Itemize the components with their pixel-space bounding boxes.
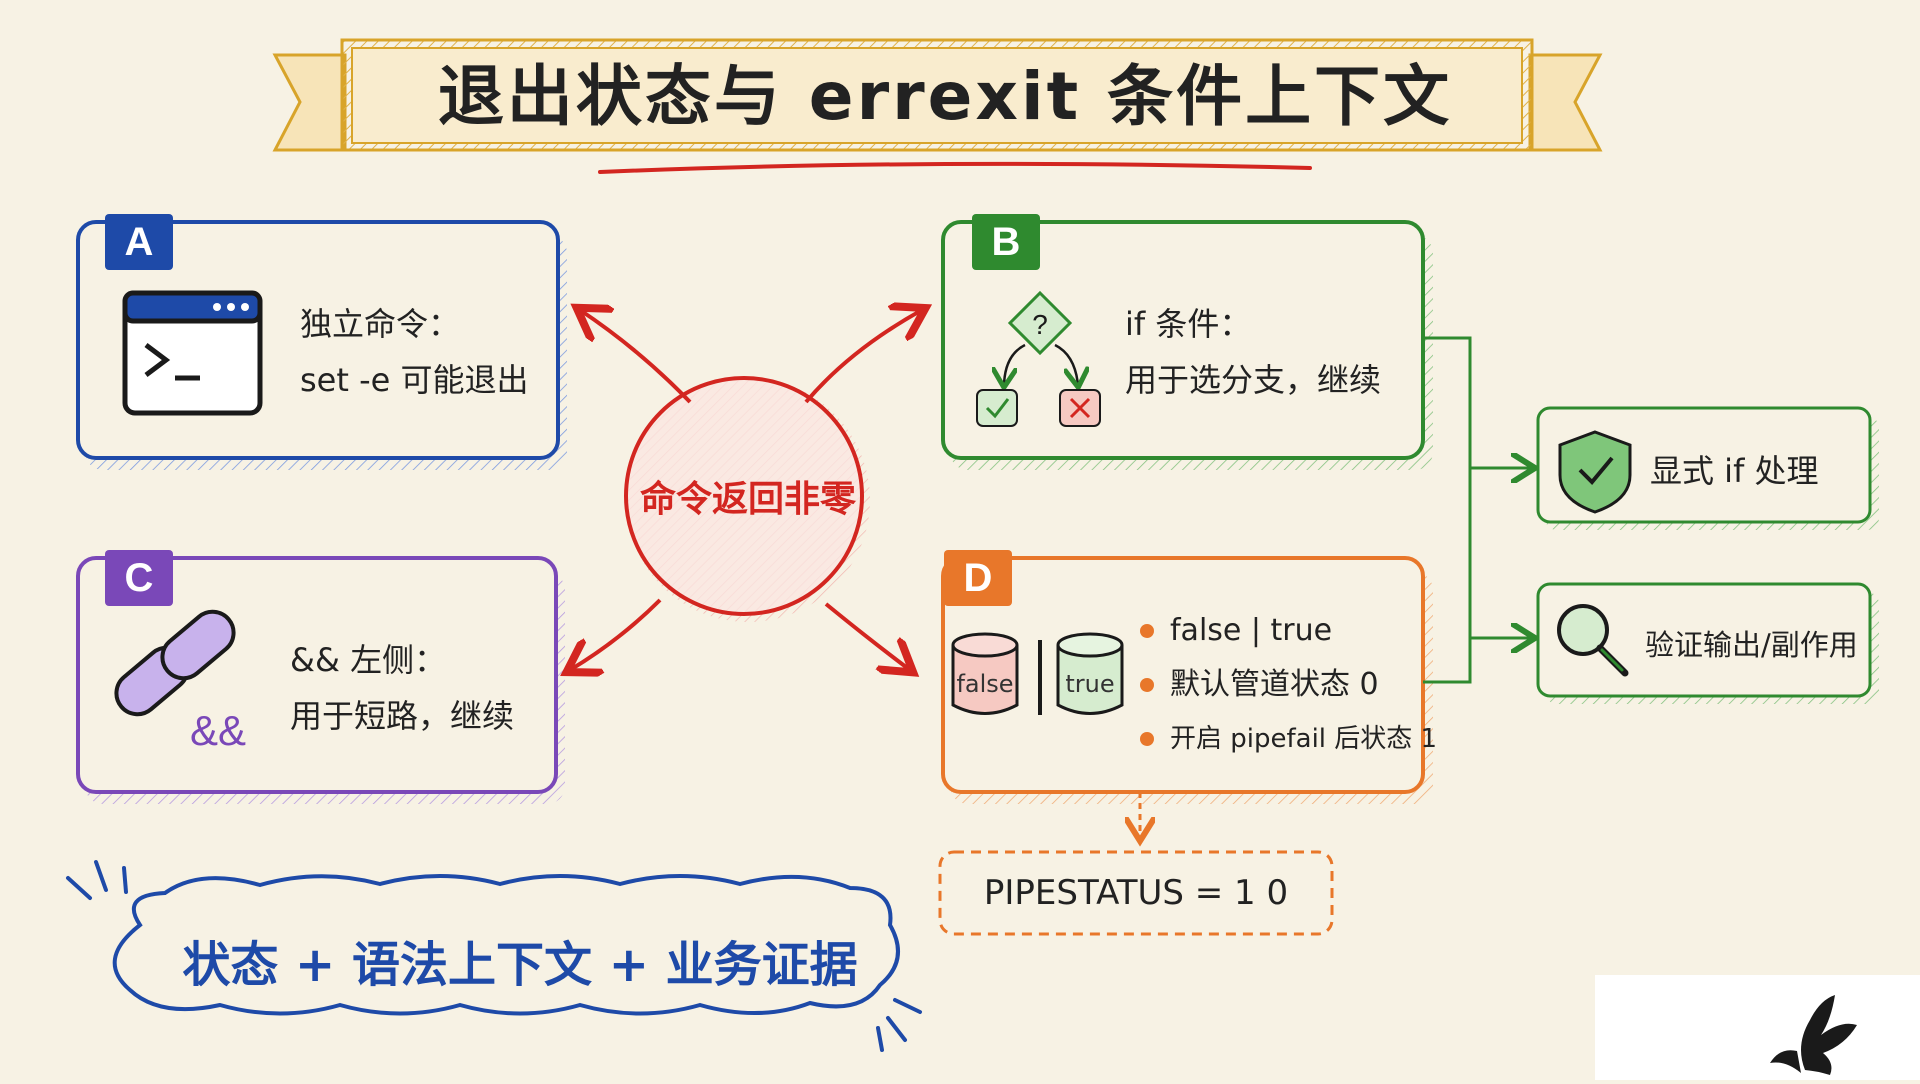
bullet-dot (1140, 678, 1154, 692)
card-c-line1: && 左侧： (290, 641, 447, 679)
bullet-dot (1140, 624, 1154, 638)
page-title: 退出状态与 errexit 条件上下文 (437, 58, 1453, 135)
terminal-icon (122, 290, 263, 416)
card-b-line2: 用于选分支，继续 (1125, 361, 1382, 399)
decision-branch-icon: ? (976, 290, 1101, 427)
result-verify-label: 验证输出/副作用 (1645, 628, 1858, 662)
butterfly-logo-icon (1770, 995, 1857, 1075)
cylinder-true-label: true (1065, 670, 1115, 698)
logo-area (1595, 975, 1920, 1080)
badge-b: B (972, 214, 1040, 270)
bullet-dot (1140, 732, 1154, 746)
cylinder-false-label: false (956, 670, 1014, 698)
magnifier-icon (1557, 604, 1629, 677)
emphasis-marks-right (876, 998, 922, 1052)
card-d (941, 556, 1433, 804)
card-b: ? (941, 220, 1433, 470)
result-verify (1536, 582, 1879, 704)
badge-c: C (105, 550, 173, 606)
card-b-line1: if 条件： (1125, 305, 1252, 343)
emphasis-marks-left (66, 860, 128, 900)
title-banner (272, 38, 1603, 174)
chain-icon-label: && (190, 707, 246, 754)
bullet-text: false | true (1170, 613, 1333, 648)
pipestatus-text: PIPESTATUS = 1 0 (983, 873, 1289, 913)
card-b-text: if 条件： 用于选分支，继续 (1125, 296, 1381, 408)
result-explicit-if (1536, 406, 1879, 530)
bullet-item: 默认管道状态 0 (1140, 658, 1437, 712)
bullet-item: 开启 pipefail 后状态 1 (1140, 712, 1437, 766)
bullet-item: false | true (1140, 604, 1437, 658)
shield-check-icon (1558, 430, 1632, 514)
badge-d: D (944, 550, 1012, 606)
cylinder-true-icon (1056, 632, 1124, 715)
center-label: 命令返回非零 (639, 479, 856, 520)
bullet-text: 开启 pipefail 后状态 1 (1170, 724, 1438, 754)
svg-text:?: ? (1032, 309, 1048, 340)
card-a-line2: set -e 可能退出 (300, 361, 529, 399)
result-connectors (1423, 336, 1532, 684)
bullet-text: 默认管道状态 0 (1170, 667, 1379, 702)
card-a (76, 220, 567, 470)
card-a-text: 独立命令： set -e 可能退出 (300, 296, 529, 408)
card-a-line1: 独立命令： (300, 305, 461, 343)
chain-link-icon: && (114, 609, 246, 754)
card-d-bullets: false | true 默认管道状态 0 开启 pipefail 后状态 1 (1140, 604, 1437, 766)
card-c-line2: 用于短路，继续 (290, 697, 515, 735)
card-c: && (76, 556, 565, 804)
center-node (624, 376, 870, 622)
cylinder-false-icon (951, 632, 1019, 715)
badge-a: A (105, 214, 173, 270)
footer-summary: 状态 + 语法上下文 + 业务证据 (182, 937, 858, 993)
result-explicit-if-label: 显式 if 处理 (1650, 452, 1819, 490)
footer-cloud (66, 860, 922, 1052)
card-c-text: && 左侧： 用于短路，继续 (290, 632, 514, 744)
center-arrows (570, 310, 922, 670)
pipestatus-box (938, 850, 1334, 936)
